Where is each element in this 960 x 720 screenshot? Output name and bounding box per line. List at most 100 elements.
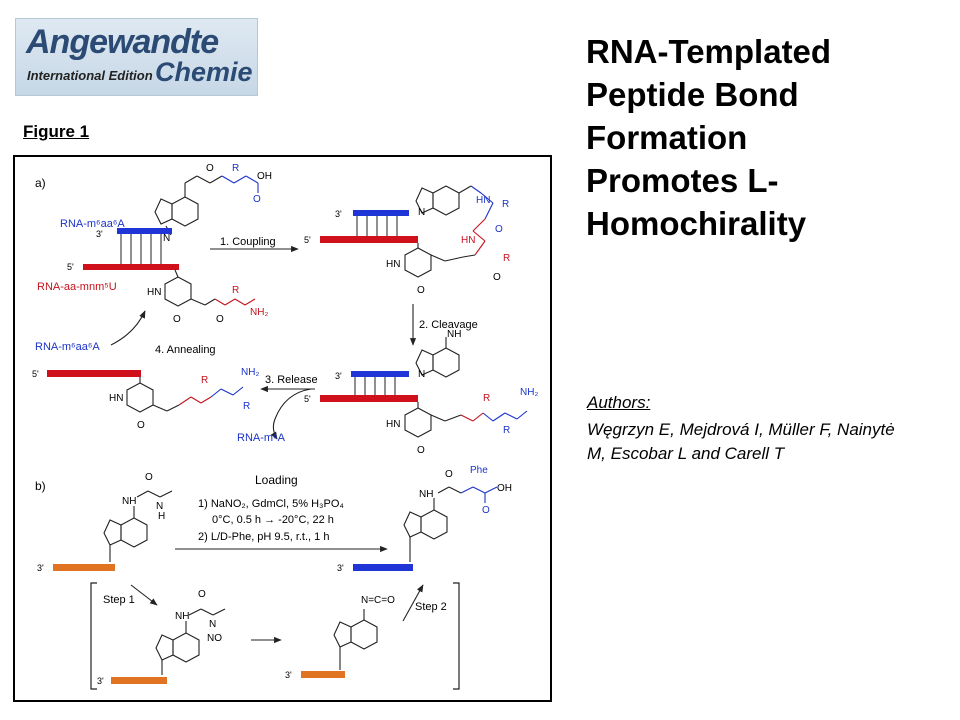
step-release-label: 3. Release [265, 374, 318, 386]
atom-label: O [253, 194, 261, 205]
atom-label: O [206, 163, 214, 174]
logo-title: Angewandte [26, 23, 219, 61]
base-pair-rungs [120, 234, 162, 264]
atom-label: NH [175, 611, 189, 622]
figure-label: Figure 1 [23, 122, 90, 141]
label-rna-m6aa6a: RNA-m⁶aa⁶A [60, 218, 125, 230]
atom-label: O [198, 589, 206, 600]
strand-end-3p: 3' [97, 676, 104, 686]
label-rna-aa-mnm5u: RNA-aa-mnm⁵U [37, 281, 117, 293]
red-strand [320, 395, 418, 402]
base-pair-rungs [356, 216, 398, 236]
atom-label: O [495, 224, 503, 235]
atom-label: O [145, 472, 153, 483]
step2-label: Step 2 [415, 601, 447, 613]
strand-end-3p: 3' [96, 229, 103, 239]
mechanism-brackets [90, 582, 460, 690]
atom-label: N [156, 501, 163, 512]
atom-label: R [201, 375, 208, 386]
isocyanate-intermediate [333, 609, 378, 670]
mnm5u-structure-bottom [126, 377, 244, 413]
arrow-annealing [110, 310, 146, 346]
atom-label: O [173, 314, 181, 325]
strand-end-3p: 3' [335, 371, 342, 381]
atom-label: O [493, 272, 501, 283]
red-strand [320, 236, 418, 243]
phe-label: Phe [470, 465, 488, 476]
atom-label: HN [386, 419, 400, 430]
mnm5u-structure-left [164, 269, 256, 307]
atom-label: NH₂ [520, 387, 538, 398]
atom-label: R [503, 253, 510, 264]
reaction-scheme: a) O R OH O N RNA-m⁶aa⁶A 3' 5' RNA-aa-mn… [32, 163, 538, 690]
arrow-release [270, 388, 312, 440]
m6aa6a-structure-left [154, 175, 259, 236]
atom-label: HN [386, 259, 400, 270]
atom-label: HN [461, 235, 475, 246]
atom-label: NH₂ [241, 367, 259, 378]
loading-condition-3: 2) L/D-Phe, pH 9.5, r.t., 1 h [198, 531, 329, 543]
strand-end-5p: 5' [32, 369, 39, 379]
coupled-structure-right [404, 185, 494, 278]
step1-label: Step 1 [103, 594, 135, 606]
atom-label: N [163, 233, 170, 244]
loading-title: Loading [255, 473, 298, 487]
strand-end-3p: 3' [337, 563, 344, 573]
arrow-step2 [402, 584, 424, 622]
strand-end-5p: 5' [67, 262, 74, 272]
label-rna-m6aa6a: RNA-m⁶aa⁶A [35, 341, 100, 353]
label-rna-m6a: RNA-m⁶A [237, 432, 286, 444]
logo-subtitle-chemie: Chemie [155, 57, 253, 87]
orange-strand [111, 677, 167, 684]
arrow-step1 [130, 584, 158, 606]
loading-condition-1: 1) NaNO₂, GdmCl, 5% H₃PO₄ [198, 498, 344, 510]
atom-label: O [417, 285, 425, 296]
blue-strand [117, 228, 172, 234]
title-line: Peptide Bond [586, 76, 799, 113]
strand-end-3p: 3' [37, 563, 44, 573]
atom-label: O [137, 420, 145, 431]
atom-label: OH [257, 171, 272, 182]
atom-label: R [503, 425, 510, 436]
authors-line: Węgrzyn E, Mejdrová I, Müller F, Nainytė [587, 420, 895, 439]
atom-label: R [232, 163, 239, 174]
atom-label: O [216, 314, 224, 325]
atom-label: OH [497, 483, 512, 494]
orange-strand [53, 564, 115, 571]
panel-a-label: a) [35, 176, 46, 190]
atom-label: NH₂ [250, 307, 268, 318]
slide-title: RNA-Templated Peptide Bond Formation Pro… [586, 30, 946, 245]
logo-subtitle-edition: International Edition [27, 68, 153, 83]
atom-label: N [418, 369, 425, 380]
blue-strand [351, 371, 409, 377]
blue-strand [353, 564, 413, 571]
atom-label: NH [447, 329, 461, 340]
step-annealing-label: 4. Annealing [155, 344, 216, 356]
atom-label: HN [476, 195, 490, 206]
atom-label: R [243, 401, 250, 412]
loading-condition-2: 0°C, 0.5 h → -20°C, 22 h [212, 514, 334, 526]
atom-label: N [209, 619, 216, 630]
figure-frame: a) O R OH O N RNA-m⁶aa⁶A 3' 5' RNA-aa-mn… [13, 155, 552, 702]
m6a-carbamoyl-structure [103, 490, 173, 562]
phe-loaded-structure [403, 486, 498, 562]
red-strand [47, 370, 141, 377]
blue-strand [353, 210, 409, 216]
step-coupling-label: 1. Coupling [220, 236, 276, 248]
atom-label: N=C=O [361, 595, 395, 606]
atom-label: R [483, 393, 490, 404]
atom-label: O [482, 505, 490, 516]
authors-list: Węgrzyn E, Mejdrová I, Müller F, Nainytė… [587, 418, 952, 466]
atom-label: N [418, 207, 425, 218]
title-line: Homochirality [586, 205, 807, 242]
strand-end-5p: 5' [304, 235, 311, 245]
title-line: Formation [586, 119, 748, 156]
atom-label: NH [419, 489, 433, 500]
atom-label: H [158, 511, 165, 522]
m6a-structure-right [404, 337, 528, 438]
title-line: RNA-Templated [586, 33, 832, 70]
authors-heading: Authors: [587, 393, 651, 412]
base-pair-rungs [354, 377, 396, 395]
atom-label: R [232, 285, 239, 296]
title-line: Promotes L- [586, 162, 779, 199]
